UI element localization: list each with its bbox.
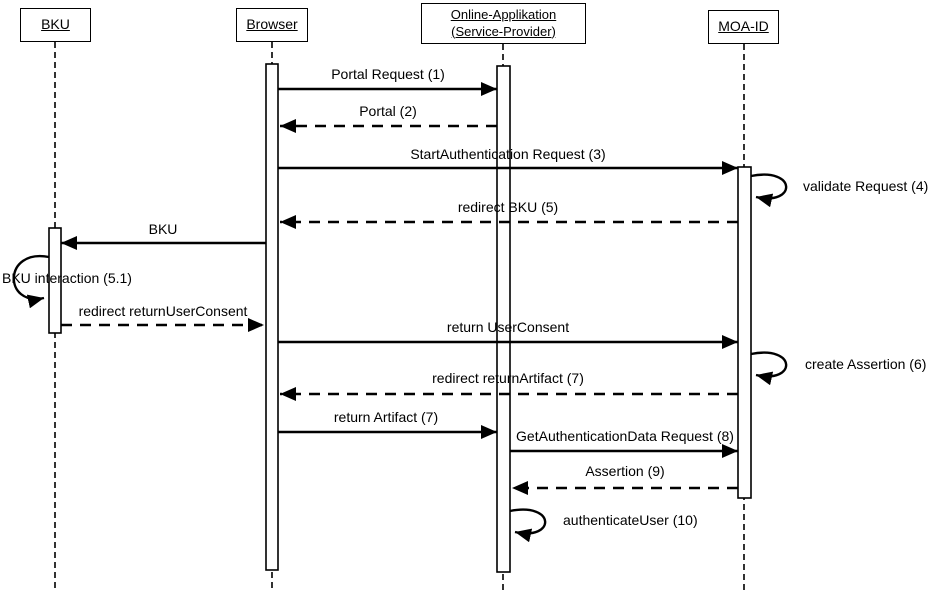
activation-bar-online-app xyxy=(496,65,511,573)
lifeline-bku-label: BKU xyxy=(41,16,70,33)
solid-message-arrows xyxy=(61,82,738,458)
loop-bku-interaction xyxy=(12,254,50,309)
lifeline-online-app-label: Online-Applikation (Service-Provider) xyxy=(450,7,557,39)
lifeline-moa-id-label: MOA-ID xyxy=(718,18,769,35)
dashed-message-arrows xyxy=(61,119,738,495)
loop-create-assertion xyxy=(750,351,788,386)
message-label-validate-request: validate Request (4) xyxy=(803,178,929,194)
message-label-return-artifact: return Artifact (7) xyxy=(333,409,439,425)
lifeline-online-app: Online-Applikation (Service-Provider) xyxy=(421,3,586,44)
loop-authenticateuser xyxy=(509,508,547,543)
message-label-getauthenticationdata-request: GetAuthenticationData Request (8) xyxy=(516,428,734,444)
message-label-portal-return: Portal (2) xyxy=(359,103,417,119)
lifeline-browser-label: Browser xyxy=(246,16,298,33)
message-label-redirect-returnartifact: redirect returnArtifact (7) xyxy=(432,370,584,386)
message-label-redirect-returnuserconsent: redirect returnUserConsent xyxy=(78,303,248,319)
activation-bar-bku xyxy=(48,227,62,334)
message-label-startauthentication-request: StartAuthentication Request (3) xyxy=(410,146,606,162)
activation-bars xyxy=(48,63,752,573)
lifeline-bku: BKU xyxy=(20,8,91,42)
self-call-loops xyxy=(12,173,788,543)
activation-bar-moa-id xyxy=(737,166,752,499)
lifeline-moa-id: MOA-ID xyxy=(708,10,779,44)
message-label-portal-request: Portal Request (1) xyxy=(331,66,445,82)
loop-validate-request xyxy=(750,173,788,208)
message-label-bku-interaction: BKU interaction (5.1) xyxy=(2,270,132,286)
message-label-assertion-return: Assertion (9) xyxy=(585,463,665,479)
message-label-return-userconsent: return UserConsent xyxy=(446,319,570,335)
message-label-create-assertion: create Assertion (6) xyxy=(805,356,927,372)
activation-bar-browser xyxy=(265,63,279,571)
message-label-redirect-bku: redirect BKU (5) xyxy=(457,199,559,215)
message-label-authenticateuser: authenticateUser (10) xyxy=(563,512,698,528)
message-label-bku: BKU xyxy=(148,221,178,237)
lifeline-browser: Browser xyxy=(236,8,308,42)
